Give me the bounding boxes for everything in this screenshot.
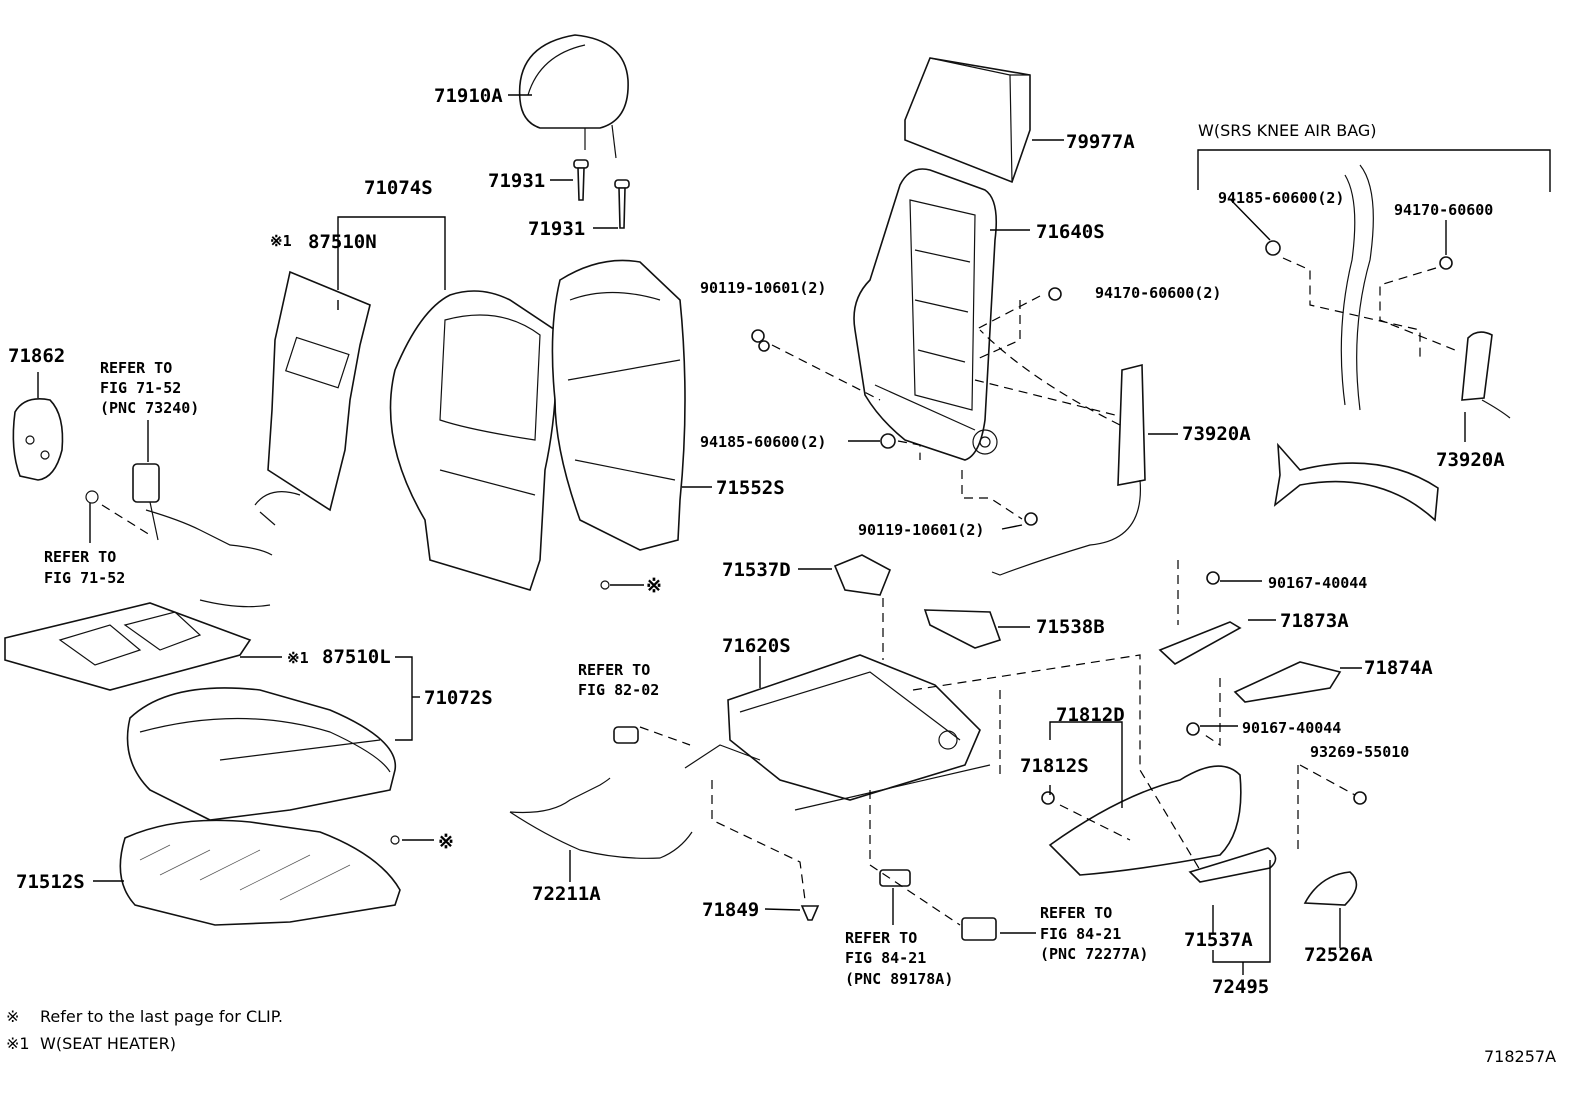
label-71640S: 71640S <box>1036 221 1105 243</box>
label-87510N-mark: ※1 <box>270 232 292 250</box>
ref-line: FIG 71-52 <box>100 379 181 397</box>
clip-mark-b: ※ <box>438 831 454 853</box>
label-79977A: 79977A <box>1066 131 1135 153</box>
label-71620S: 71620S <box>722 635 791 657</box>
lever-71873A-drawing <box>1158 621 1242 665</box>
ref-line: FIG 84-21 <box>1040 925 1121 943</box>
assembly-lines <box>101 257 1456 926</box>
back-heater-drawing <box>254 270 371 526</box>
footnote-mark-1: ※ <box>6 1007 19 1026</box>
label-87510L-mark: ※1 <box>287 649 309 667</box>
ref-fig-71-52-pnc: REFER TO FIG 71-52 (PNC 73240) <box>100 359 199 417</box>
lever-71874A-drawing <box>1233 661 1342 703</box>
figure-id: 718257A <box>1484 1047 1556 1066</box>
inset-label-94170: 94170-60600 <box>1394 201 1493 219</box>
label-71538B: 71538B <box>1036 616 1105 638</box>
label-72495: 72495 <box>1212 976 1269 998</box>
ref-line: REFER TO <box>578 661 650 679</box>
seatback-pad-drawing <box>389 290 558 591</box>
ref-line: REFER TO <box>845 929 917 947</box>
label-71537D: 71537D <box>722 559 791 581</box>
clip-mark-a: ※ <box>646 575 662 597</box>
footnote-mark-2: ※1 <box>6 1034 30 1053</box>
side-cover-drawing <box>12 398 64 481</box>
label-71849: 71849 <box>702 899 759 921</box>
wire-harness-drawing <box>509 777 693 859</box>
inset-label-94185: 94185-60600(2) <box>1218 189 1344 207</box>
label-87510N: 87510N <box>308 231 377 253</box>
label-90167-b: 90167-40044 <box>1242 719 1341 737</box>
headrest-guide-drawing <box>573 159 630 229</box>
side-pad-drawing <box>904 57 1031 184</box>
label-87510L: 87510L <box>322 646 391 668</box>
label-71931-b: 71931 <box>528 218 585 240</box>
inset-label-73920A: 73920A <box>1436 449 1505 471</box>
ref-line: (PNC 72277A) <box>1040 945 1148 963</box>
cushion-pad-drawing <box>126 687 397 821</box>
inset-labels: W(SRS KNEE AIR BAG) 94185-60600(2) 94170… <box>1198 121 1505 471</box>
ref-line: FIG 71-52 <box>44 569 125 587</box>
label-71074S: 71074S <box>364 177 433 199</box>
ref-line: FIG 84-21 <box>845 949 926 967</box>
ref-fig-84-21-right: REFER TO FIG 84-21 (PNC 72277A) <box>1040 904 1148 963</box>
ref-line: (PNC 89178A) <box>845 970 953 988</box>
clip-71849-drawing <box>800 905 820 921</box>
label-72211A: 72211A <box>532 883 601 905</box>
label-71910A: 71910A <box>434 85 503 107</box>
fasteners <box>751 240 1453 805</box>
footnotes: ※ Refer to the last page for CLIP. ※1 W(… <box>6 1007 1556 1066</box>
ref-line: REFER TO <box>44 548 116 566</box>
ref-line: REFER TO <box>100 359 172 377</box>
seat-track-drawing <box>684 654 991 811</box>
label-71873A: 71873A <box>1280 610 1349 632</box>
sensor-drawing <box>879 869 997 941</box>
inset-srs-knee-airbag <box>1197 149 1551 522</box>
label-90119-a: 90119-10601(2) <box>700 279 826 297</box>
cushion-heater-drawing <box>4 599 271 691</box>
label-71072S: 71072S <box>424 687 493 709</box>
footnote-text-1: Refer to the last page for CLIP. <box>40 1007 283 1026</box>
label-93269: 93269-55010 <box>1310 743 1409 761</box>
part-labels: 71910A 79977A 71931 71931 71074S ※1 8751… <box>8 85 1433 998</box>
headrest-drawing <box>518 34 629 159</box>
seatback-cover-drawing <box>551 259 686 551</box>
label-71874A: 71874A <box>1364 657 1433 679</box>
knob-72526A-drawing <box>1303 871 1358 906</box>
cushion-cover-drawing <box>119 819 401 926</box>
ref-line: (PNC 73240) <box>100 399 199 417</box>
label-94185-a: 94185-60600(2) <box>700 433 826 451</box>
ref-line: REFER TO <box>1040 904 1112 922</box>
bracket-71538B-drawing <box>923 609 1002 649</box>
leader-lines <box>37 94 1466 975</box>
ref-fig-71-52: REFER TO FIG 71-52 <box>44 548 125 587</box>
label-71512S: 71512S <box>16 871 85 893</box>
label-90119-b: 90119-10601(2) <box>858 521 984 539</box>
label-71862: 71862 <box>8 345 65 367</box>
label-72526A: 72526A <box>1304 944 1373 966</box>
connector-drawing <box>613 726 639 744</box>
ref-line: FIG 82-02 <box>578 681 659 699</box>
ref-fig-82-02: REFER TO FIG 82-02 <box>578 661 659 699</box>
seatback-frame-drawing <box>853 168 998 461</box>
knee-airbag-drawing <box>991 363 1146 576</box>
label-73920A-main: 73920A <box>1182 423 1251 445</box>
belt-buckle-drawing <box>85 463 273 556</box>
label-90167-a: 90167-40044 <box>1268 574 1367 592</box>
handle-71537A-drawing <box>1188 847 1277 883</box>
label-71537A: 71537A <box>1184 929 1253 951</box>
footnote-text-2: W(SEAT HEATER) <box>40 1034 176 1053</box>
inset-title: W(SRS KNEE AIR BAG) <box>1198 121 1377 140</box>
label-71812S: 71812S <box>1020 755 1089 777</box>
label-71812D: 71812D <box>1056 704 1125 726</box>
side-shield-drawing <box>1048 765 1242 876</box>
bracket-71537D-drawing <box>833 554 892 596</box>
ref-fig-84-21-left: REFER TO FIG 84-21 (PNC 89178A) <box>845 929 953 988</box>
label-71552S: 71552S <box>716 477 785 499</box>
label-94170-a: 94170-60600(2) <box>1095 284 1221 302</box>
label-71931-a: 71931 <box>488 170 545 192</box>
